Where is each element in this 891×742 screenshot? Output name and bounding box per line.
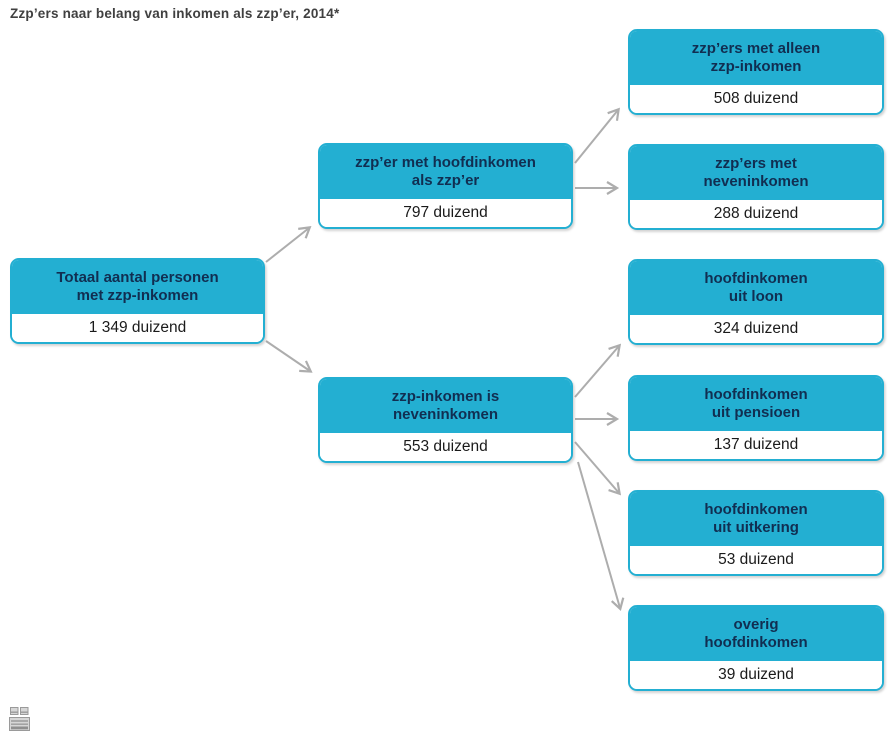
node-value: 53 duizend bbox=[630, 546, 882, 574]
node-label-line2: neveninkomen bbox=[703, 173, 809, 190]
node-overig-hoofdinkomen: overig hoofdinkomen 39 duizend bbox=[628, 605, 884, 691]
arrow-hoofdinkomen-to-alleen-zzp bbox=[574, 107, 620, 164]
node-totaal-personen: Totaal aantal personen met zzp-inkomen 1… bbox=[10, 258, 265, 344]
node-label-line1: hoofdinkomen bbox=[704, 500, 808, 518]
node-value: 288 duizend bbox=[630, 200, 882, 228]
arrow-total-to-hoofdinkomen bbox=[265, 226, 312, 263]
node-value: 324 duizend bbox=[630, 315, 882, 343]
node-label-line2: met zzp-inkomen bbox=[76, 287, 199, 304]
node-value: 1 349 duizend bbox=[12, 314, 263, 342]
chart-title: Zzp’ers naar belang van inkomen als zzp’… bbox=[10, 6, 340, 21]
node-value: 797 duizend bbox=[320, 199, 571, 227]
arrow-total-to-neveninkomen bbox=[265, 340, 313, 373]
node-label: zzp-inkomen is neveninkomen bbox=[320, 379, 571, 433]
node-hoofdinkomen-uit-pensioen: hoofdinkomen uit pensioen 137 duizend bbox=[628, 375, 884, 461]
node-label-line2: uit uitkering bbox=[713, 519, 799, 536]
arrow-neveninkomen-to-overig bbox=[577, 461, 625, 612]
node-label-line2: uit pensioen bbox=[711, 404, 801, 421]
node-label-line1: hoofdinkomen bbox=[704, 385, 808, 403]
node-label-line1: hoofdinkomen bbox=[704, 269, 808, 287]
node-value: 508 duizend bbox=[630, 85, 882, 113]
node-label: zzp’ers met alleen zzp-inkomen bbox=[630, 31, 882, 85]
node-hoofdinkomen-uit-loon: hoofdinkomen uit loon 324 duizend bbox=[628, 259, 884, 345]
arrow-neveninkomen-to-uit-loon bbox=[574, 343, 622, 398]
node-label: zzp’ers met neveninkomen bbox=[630, 146, 882, 200]
node-value: 39 duizend bbox=[630, 661, 882, 689]
node-label-line1: zzp’ers met alleen bbox=[691, 39, 821, 57]
arrow-neveninkomen-to-uit-uitkering bbox=[574, 441, 622, 496]
node-label-line2: zzp-inkomen bbox=[710, 58, 802, 75]
node-label-line2: uit loon bbox=[728, 288, 784, 305]
node-label: zzp’er met hoofdinkomen als zzp’er bbox=[320, 145, 571, 199]
node-label: Totaal aantal personen met zzp-inkomen bbox=[12, 260, 263, 314]
node-label-line1: zzp’ers met bbox=[715, 154, 797, 172]
node-label-line2: hoofdinkomen bbox=[704, 634, 808, 651]
node-value: 137 duizend bbox=[630, 431, 882, 459]
node-label-line1: Totaal aantal personen bbox=[56, 268, 219, 286]
node-alleen-zzp-inkomen: zzp’ers met alleen zzp-inkomen 508 duize… bbox=[628, 29, 884, 115]
download-table-icon[interactable] bbox=[8, 706, 31, 733]
node-label: hoofdinkomen uit loon bbox=[630, 261, 882, 315]
node-neveninkomen: zzp-inkomen is neveninkomen 553 duizend bbox=[318, 377, 573, 463]
node-label-line2: als zzp’er bbox=[411, 172, 480, 189]
node-label: overig hoofdinkomen bbox=[630, 607, 882, 661]
node-label: hoofdinkomen uit pensioen bbox=[630, 377, 882, 431]
node-label-line1: zzp’er met hoofdinkomen bbox=[355, 153, 536, 171]
node-hoofdinkomen-zzper: zzp’er met hoofdinkomen als zzp’er 797 d… bbox=[318, 143, 573, 229]
node-met-neveninkomen: zzp’ers met neveninkomen 288 duizend bbox=[628, 144, 884, 230]
node-label: hoofdinkomen uit uitkering bbox=[630, 492, 882, 546]
node-hoofdinkomen-uit-uitkering: hoofdinkomen uit uitkering 53 duizend bbox=[628, 490, 884, 576]
node-label-line1: overig bbox=[733, 615, 779, 633]
node-label-line1: zzp-inkomen is bbox=[391, 387, 500, 405]
node-label-line2: neveninkomen bbox=[392, 406, 499, 423]
node-value: 553 duizend bbox=[320, 433, 571, 461]
